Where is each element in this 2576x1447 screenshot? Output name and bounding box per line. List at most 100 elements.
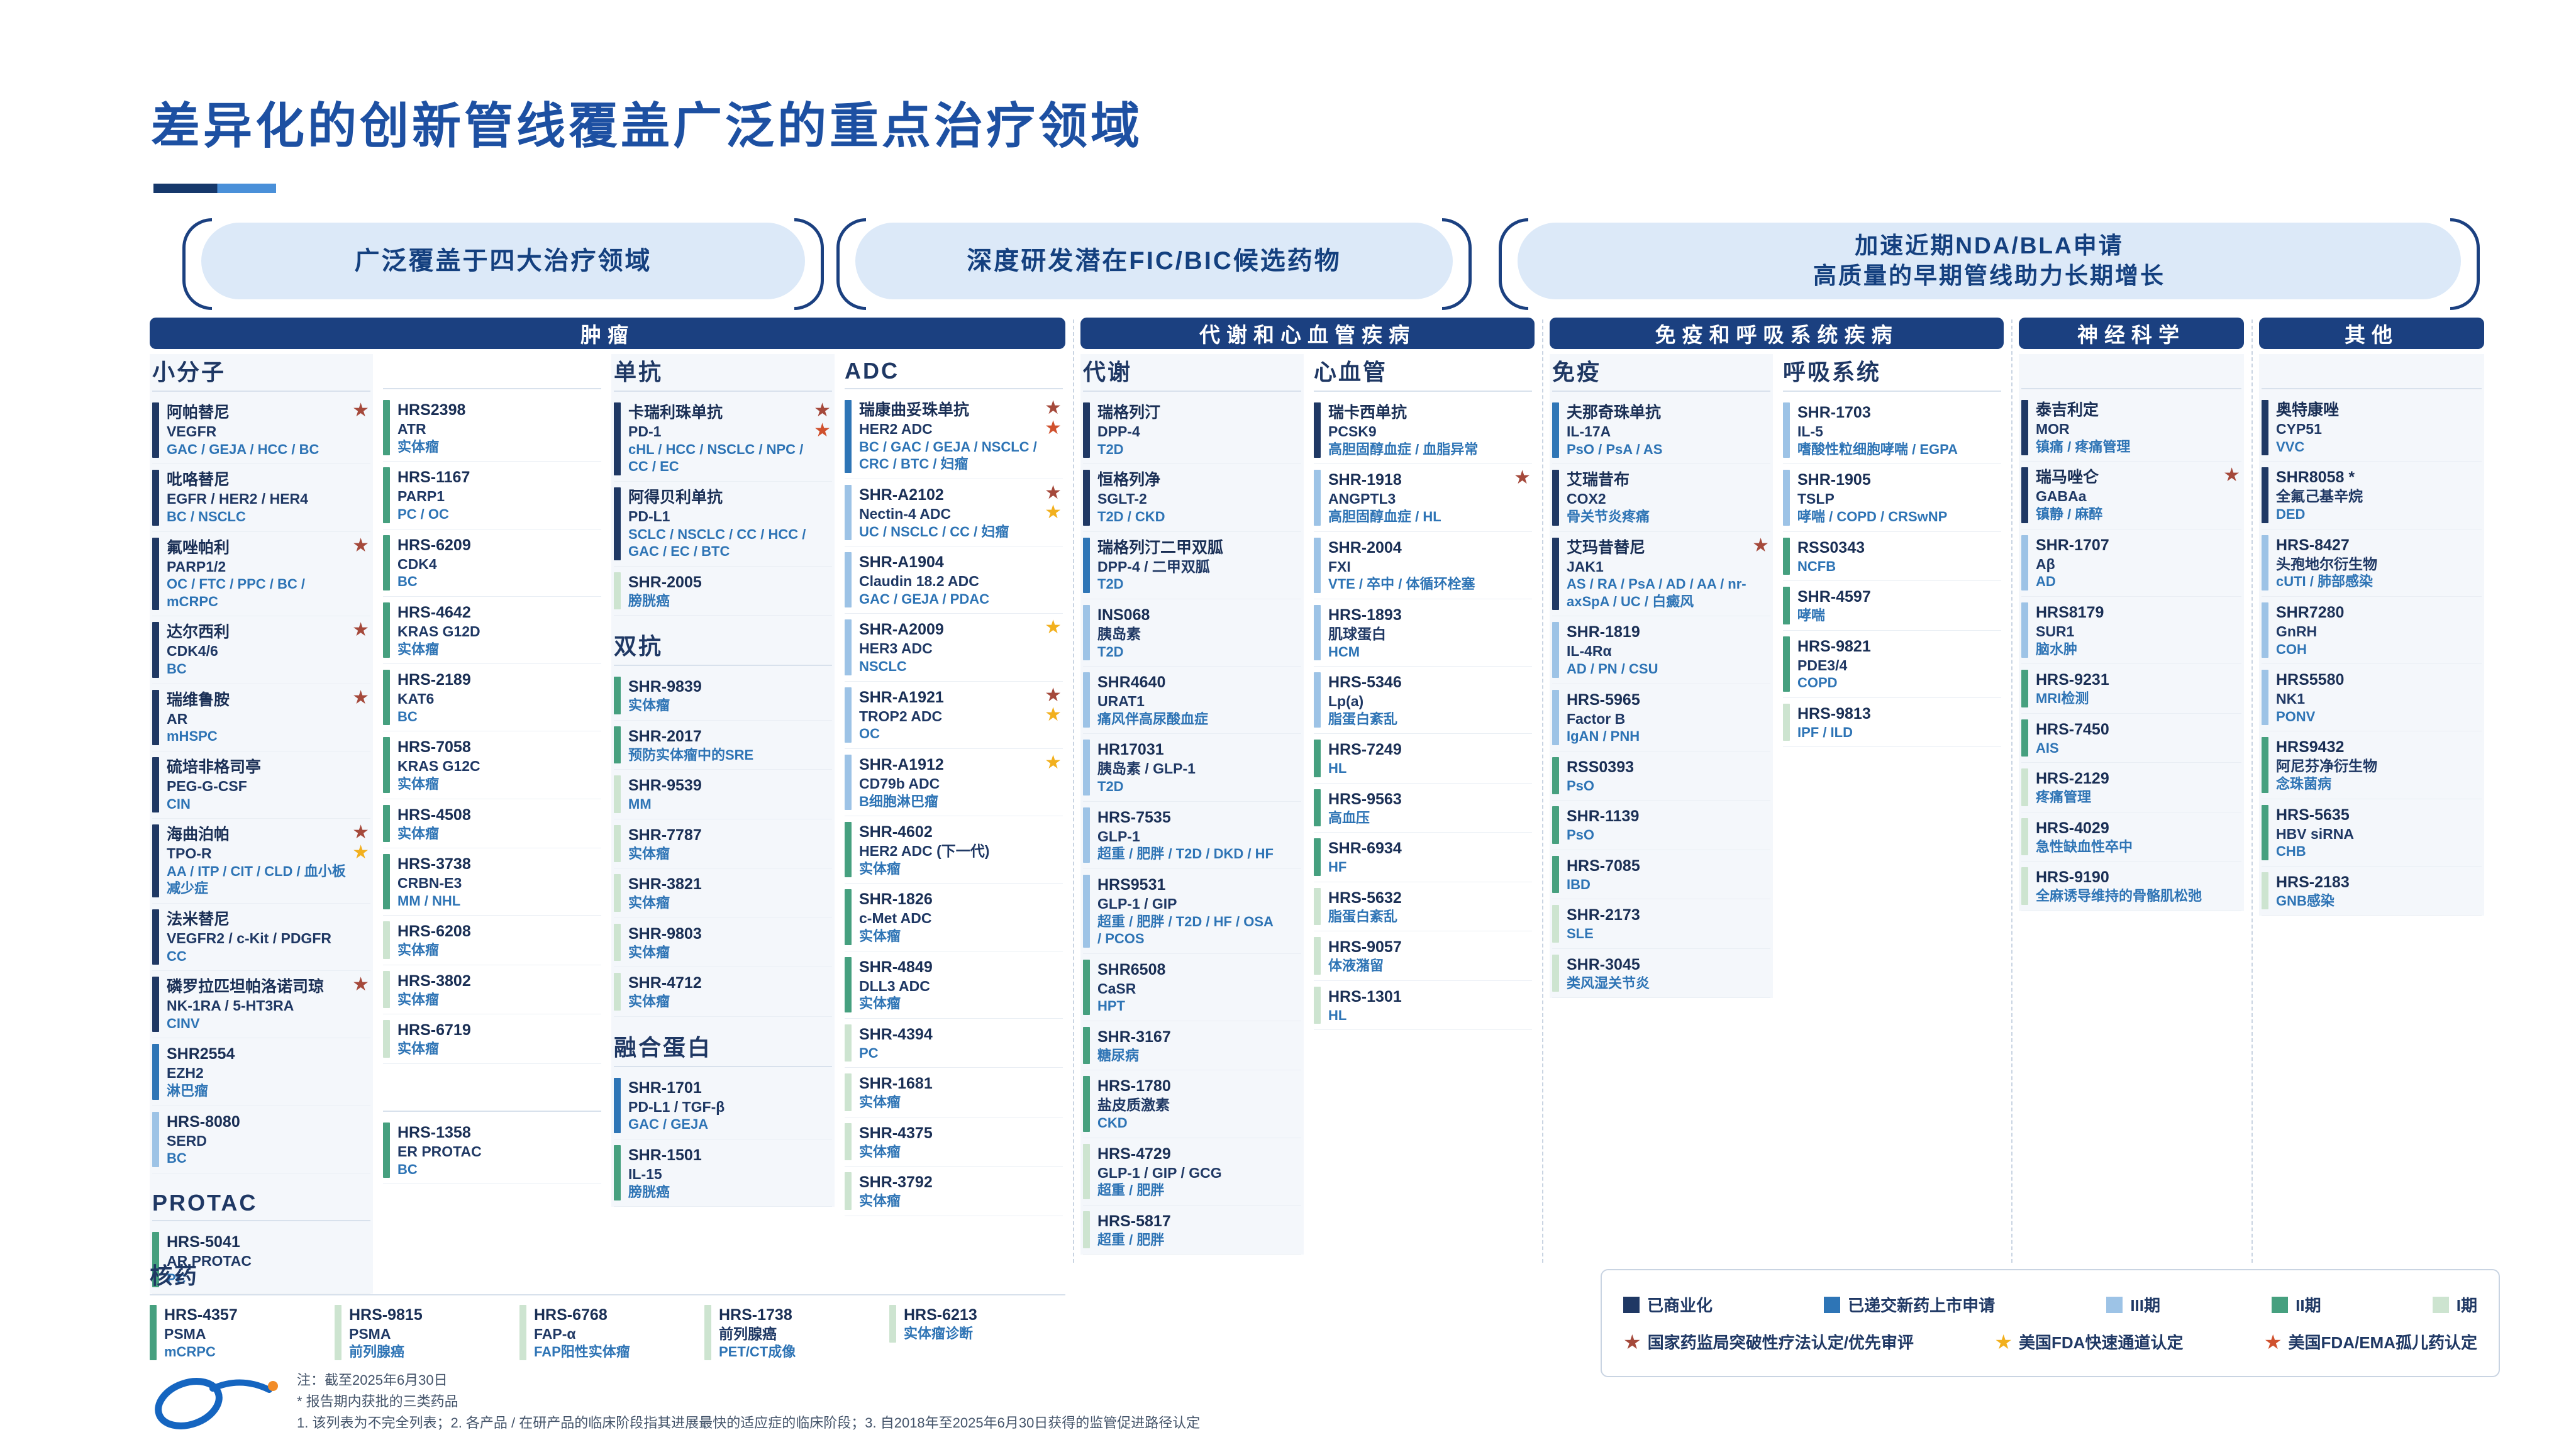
drug-target: DLL3 ADC — [859, 977, 930, 994]
drug-target: 全氟己基辛烷 — [2276, 488, 2363, 505]
drug-indications: 实体瘤 — [397, 438, 440, 455]
phase-bar — [1552, 402, 1559, 458]
drug-name: 恒格列净 — [1097, 471, 1161, 489]
drug-indications: T2D — [1097, 643, 1124, 660]
drug-indications: BC — [397, 708, 418, 724]
drug-indications: 实体瘤 — [859, 860, 901, 877]
drug-indications: 实体瘤 — [859, 1143, 901, 1160]
drug-target: CD79b ADC — [859, 775, 940, 792]
drug-name: HRS-7535 — [1097, 808, 1171, 826]
drug-indications: NCFB — [1797, 558, 1836, 574]
drug-name: HRS5580 — [2276, 671, 2345, 689]
drug-name: 磷罗拉匹坦帕洛诺司琼 — [167, 978, 325, 995]
drug-indications: VVC — [2276, 438, 2305, 455]
phase-bar — [152, 402, 159, 458]
drug-indications: FAP阳性实体瘤 — [534, 1343, 630, 1360]
drug-name: 瑞马唑仑 — [2036, 468, 2099, 487]
drug-indications: 实体瘤 — [628, 994, 670, 1009]
designation-stars: ★ — [1514, 468, 1531, 488]
drug-target: PARP1/2 — [167, 558, 226, 575]
drug-indications: 实体瘤 — [859, 1094, 901, 1111]
designation-stars: ★ — [352, 620, 369, 640]
phase-bar — [845, 889, 852, 945]
legend-star-item: ★国家药监局突破性疗法认定/优先审评 — [1623, 1330, 1914, 1353]
phase-bar — [889, 1305, 896, 1343]
phase-bar — [704, 1305, 711, 1361]
phase-bar — [845, 956, 852, 1012]
drug-indications: 实体瘤 — [628, 944, 670, 960]
breakthrough-star-icon: ★ — [352, 974, 369, 995]
phase-bar — [2262, 602, 2268, 658]
drug-name: SHR-2017 — [628, 727, 702, 745]
drug-target: KAT6 — [397, 690, 435, 707]
phase-bar — [1552, 622, 1559, 678]
drug-indications: AD / PN / CSU — [1567, 661, 1658, 677]
section-divider — [1073, 319, 1074, 1263]
phase-bar — [1083, 470, 1090, 526]
phase-bar — [614, 677, 621, 714]
drug-name: HRS-4729 — [1097, 1145, 1171, 1163]
drug-name: HRS-7058 — [397, 738, 471, 757]
drug-target: PD-L1 / TGF-β — [628, 1098, 725, 1115]
drug-indications: 实体瘤 — [628, 895, 670, 911]
drug-target: GnRH — [2276, 623, 2318, 640]
drug-target: PSMA — [349, 1326, 391, 1342]
drug-name: SHR-3821 — [628, 875, 702, 893]
drug-target: PARP1 — [397, 488, 445, 505]
drug-name: SHR-A2009 — [859, 621, 944, 639]
drug-name: SHR-1819 — [1567, 623, 1640, 641]
drug-indications: 超重 / 肥胖 — [1097, 1182, 1165, 1199]
drug-name: HRS-9231 — [2036, 671, 2109, 689]
phase-bar — [383, 1122, 390, 1178]
drug-indications: 哮喘 — [1797, 607, 1826, 623]
drug-indications: BC — [167, 661, 187, 677]
drug-target: HBV siRNA — [2276, 825, 2354, 842]
drug-name: HRS-5346 — [1328, 674, 1402, 691]
phase-bar — [150, 1305, 157, 1361]
drug-indications: PsO — [1567, 827, 1595, 843]
drug-name: HRS2398 — [397, 401, 466, 419]
drug-target: CRBN-E3 — [397, 875, 462, 891]
drug-indications: MM / NHL — [397, 892, 461, 909]
drug-indications: CKD — [1097, 1115, 1128, 1131]
phase-bar — [383, 737, 390, 793]
breakthrough-star-icon: ★ — [352, 400, 369, 421]
phase-bar — [1314, 937, 1321, 975]
phase-bar — [845, 687, 852, 743]
breakthrough-star-icon: ★ — [1045, 397, 1062, 418]
